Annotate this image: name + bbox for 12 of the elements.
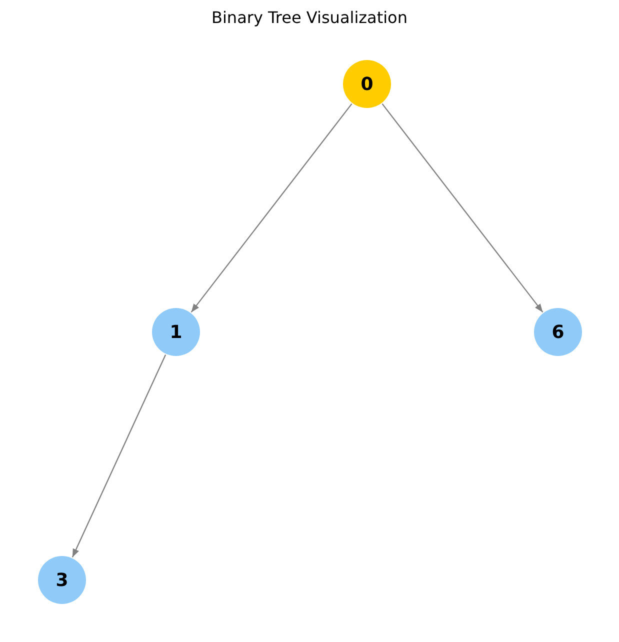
node-label: 6 — [552, 322, 564, 342]
tree-node-circle — [343, 60, 391, 108]
tree-node-circle — [534, 308, 582, 356]
tree-node-circle — [38, 556, 86, 604]
node-label: 3 — [56, 570, 68, 590]
tree-node-circle — [152, 308, 200, 356]
arrow — [382, 103, 544, 313]
diagram-title: Binary Tree Visualization — [210, 8, 408, 27]
arrow — [72, 354, 166, 558]
node-label: 0 — [360, 74, 374, 94]
arrow — [190, 103, 352, 313]
node-label: 1 — [170, 322, 182, 342]
